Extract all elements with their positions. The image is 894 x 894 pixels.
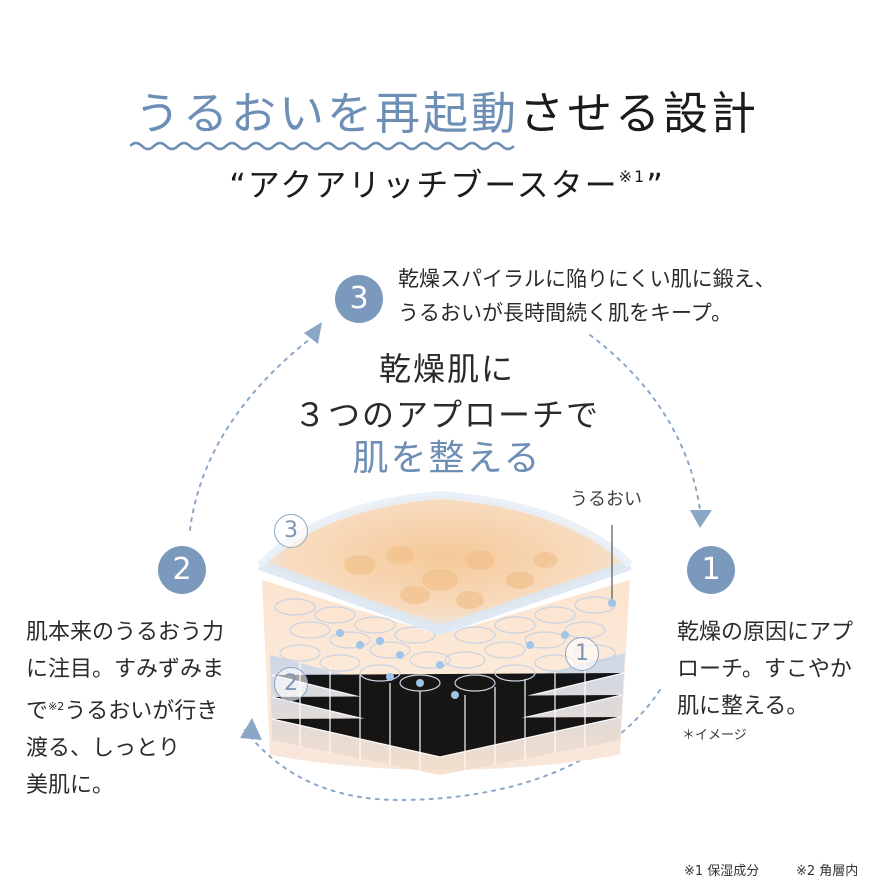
center-line-3: 肌を整える xyxy=(0,436,894,482)
subtitle-close: ” xyxy=(646,166,665,204)
subtitle-note: ※1 xyxy=(618,167,647,186)
step-2-badge: 2 xyxy=(158,546,206,594)
step-2-note: ※2 xyxy=(48,700,65,713)
step-3-line-1: 乾燥スパイラルに陥りにくい肌に鍛え、 xyxy=(398,267,776,291)
step-2-line-4: 渡る、しっとり xyxy=(26,736,181,761)
subtitle-text: “アクアリッチブースター xyxy=(229,166,619,204)
layer-ring-1: 1 xyxy=(565,637,599,671)
step-1-line-3: 肌に整える。 xyxy=(677,694,809,719)
arrow-head-1 xyxy=(690,510,712,528)
image-note: ＊イメージ xyxy=(682,728,747,743)
footnote-1: ※1 保湿成分 xyxy=(684,864,760,879)
step-3-line-2: うるおいが長時間続く肌をキープ。 xyxy=(398,301,733,325)
step-2-line-1: 肌本来のうるおう力 xyxy=(26,620,225,645)
step-2-line-3-prefix: で xyxy=(26,699,49,724)
step-1-line-1: 乾燥の原因にアプ xyxy=(677,620,854,645)
step-2-line-2: に注目。すみずみま xyxy=(26,657,225,682)
arrow-head-3 xyxy=(304,322,322,344)
step-1-text: 乾燥の原因にアプ ローチ。すこやか 肌に整える。 xyxy=(677,614,853,725)
step-3-text: 乾燥スパイラルに陥りにくい肌に鍛え、 うるおいが長時間続く肌をキープ。 xyxy=(398,262,776,330)
step-2-line-5: 美肌に。 xyxy=(26,773,115,798)
step-1-line-2: ローチ。すこやか xyxy=(677,657,852,682)
center-line-2: ３つのアプローチで xyxy=(293,396,600,434)
footnote-2: ※2 角層内 xyxy=(796,864,859,879)
arrow-head-2 xyxy=(240,718,262,740)
step-3-badge: 3 xyxy=(335,275,383,323)
step-2-text: 肌本来のうるおう力 に注目。すみずみま で※2うるおいが行き 渡る、しっとり 美… xyxy=(26,614,224,804)
skin-illustration xyxy=(257,490,633,775)
title-rest: させる設計 xyxy=(519,87,760,140)
uruoi-label: うるおい xyxy=(570,489,642,510)
wave-underline xyxy=(130,141,515,151)
layer-ring-2: 2 xyxy=(274,667,308,701)
step-2-line-3-text: うるおいが行き xyxy=(64,699,219,724)
product-subtitle: “アクアリッチブースター※1” xyxy=(0,160,894,206)
center-line-1: 乾燥肌に xyxy=(378,350,515,388)
center-accent: 肌を整える xyxy=(352,438,542,479)
step-1-badge: 1 xyxy=(687,546,735,594)
title-accent: うるおいを再起動 xyxy=(134,87,519,140)
page-title: うるおいを再起動させる設計 xyxy=(0,86,894,142)
layer-ring-3: 3 xyxy=(274,514,308,548)
step-2-line-3: で※2うるおいが行き xyxy=(26,688,224,730)
